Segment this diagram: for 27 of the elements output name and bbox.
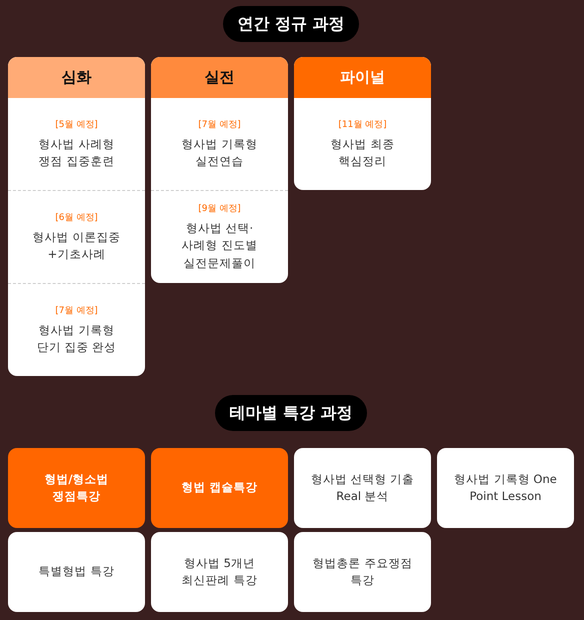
course-title: 형사법 최종 핵심정리 (330, 136, 396, 170)
lecture-card: 형법 캡슐특강 (151, 448, 288, 528)
course-title: 형사법 기록형 실전연습 (180, 136, 258, 170)
schedule-date: [7월 예정] (55, 304, 98, 317)
schedule-date: [7월 예정] (198, 118, 241, 131)
course-column-card (8, 57, 145, 376)
course-column-card (294, 57, 431, 190)
column-header: 실전 (151, 57, 288, 98)
course-title: 형사법 기록형 단기 집중 완성 (36, 322, 118, 356)
column-header: 파이널 (294, 57, 431, 98)
column-header: 심화 (8, 57, 145, 98)
schedule-date: [5월 예정] (55, 118, 98, 131)
lecture-card: 형법총론 주요쟁점 특강 (294, 532, 431, 612)
lecture-card: 형법/형소법 쟁점특강 (8, 448, 145, 528)
schedule-date: [11월 예정] (338, 118, 387, 131)
schedule-date: [9월 예정] (198, 203, 241, 216)
course-title: 형사법 사례형 쟁점 집중훈련 (38, 136, 116, 170)
lecture-card: 형사법 기록형 One Point Lesson (437, 448, 574, 528)
section-title-pill: 테마별 특강 과정 (215, 395, 367, 431)
course-title: 형사법 선택·사례형 진도별 실전문제풀이 (180, 220, 258, 272)
lecture-card: 형사법 5개년 최신판례 특강 (151, 532, 288, 612)
lecture-card: 형사법 선택형 기출 Real 분석 (294, 448, 431, 528)
course-title: 형사법 이론집중+기초사례 (32, 228, 122, 263)
section-title-pill: 연간 정규 과정 (223, 6, 359, 42)
lecture-card: 특별형법 특강 (8, 532, 145, 612)
schedule-date: [6월 예정] (55, 212, 98, 224)
course-column-card (151, 57, 288, 283)
